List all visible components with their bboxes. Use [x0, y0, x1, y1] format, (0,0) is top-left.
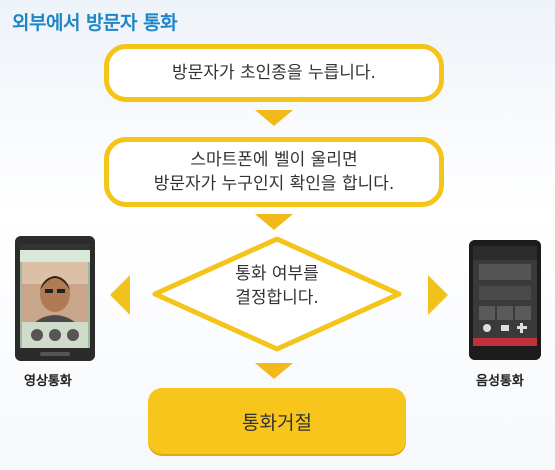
page-title: 외부에서 방문자 통화 — [12, 12, 178, 34]
step-check-line2: 방문자가 누구인지 확인을 합니다. — [153, 174, 395, 194]
arrow-down-icon — [255, 214, 293, 230]
reject-call-text: 통화거절 — [242, 411, 312, 434]
voice-call-phone-image — [469, 240, 541, 360]
video-call-label: 영상통화 — [24, 374, 72, 389]
decision-line1: 통화 여부를 — [235, 264, 319, 284]
arrow-down-icon — [255, 110, 293, 126]
step-check-visitor-box: 스마트폰에 벨이 울리면 방문자가 누구인지 확인을 합니다. — [104, 137, 444, 207]
decision-text: 통화 여부를 결정합니다. — [152, 262, 402, 310]
voice-call-label: 음성통화 — [476, 374, 524, 389]
reject-call-box: 통화거절 — [148, 388, 406, 454]
step-doorbell-text: 방문자가 초인종을 누릅니다. — [172, 63, 376, 83]
decision-line2: 결정합니다. — [235, 288, 319, 308]
arrow-left-icon — [110, 275, 130, 315]
arrow-right-icon — [428, 275, 448, 315]
step-check-line1: 스마트폰에 벨이 울리면 — [190, 150, 358, 170]
step-doorbell-box: 방문자가 초인종을 누릅니다. — [104, 44, 444, 102]
video-call-phone-image — [15, 236, 95, 361]
arrow-down-icon — [255, 363, 293, 379]
decision-diamond — [152, 236, 402, 352]
